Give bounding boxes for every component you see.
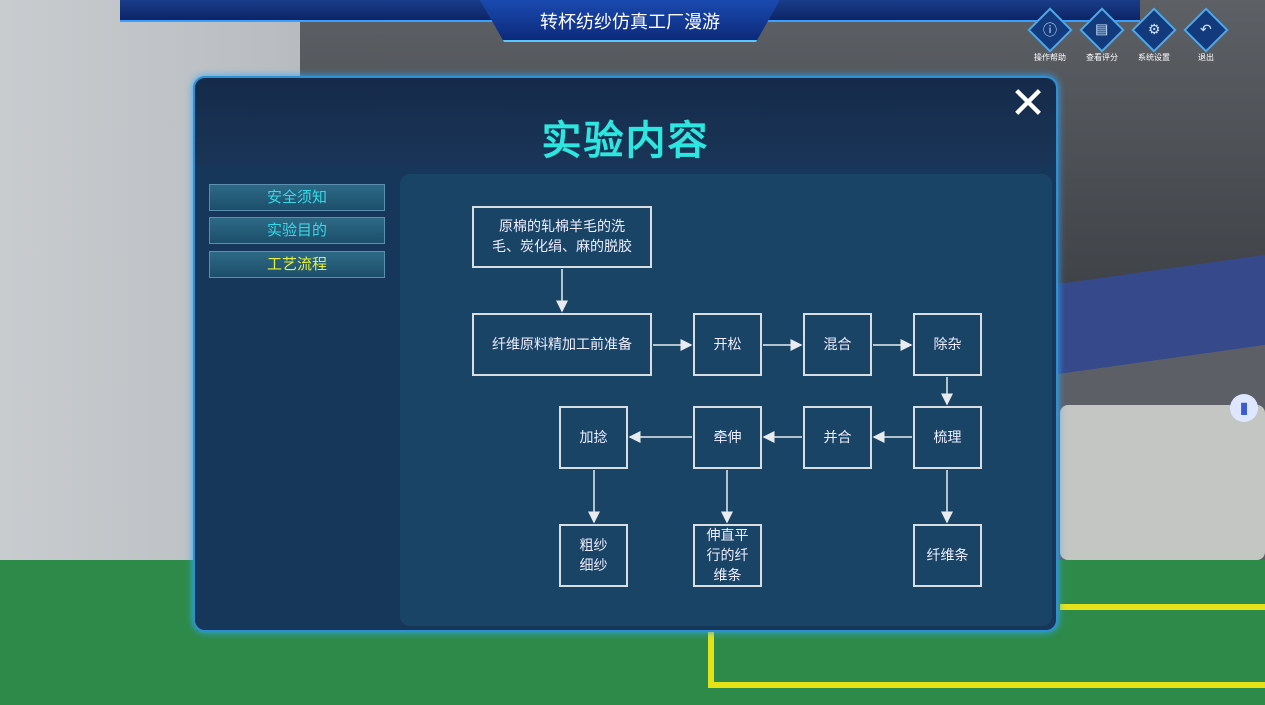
mouse-icon[interactable]: ▮ (1230, 394, 1258, 422)
step-twisting: 加捻 (559, 406, 628, 469)
title-banner (480, 0, 780, 42)
step-drafting: 牵伸 (693, 406, 762, 469)
step-sliver: 纤维条 (913, 524, 982, 587)
score-button[interactable]: ▤查看评分 (1079, 7, 1125, 63)
floor-line (708, 632, 714, 688)
step-doubling: 并合 (803, 406, 872, 469)
step-preparation: 纤维原料精加工前准备 (472, 313, 652, 376)
tab-safety[interactable]: 安全须知 (209, 184, 385, 211)
close-button[interactable]: ✕ (1009, 78, 1047, 129)
exit-button[interactable]: ↶退出 (1183, 7, 1229, 63)
floor-line (1060, 604, 1265, 610)
floor-line (710, 682, 1265, 688)
app-title: 转杯纺纱仿真工厂漫游 (540, 12, 720, 33)
step-opening: 开松 (693, 313, 762, 376)
tab-process[interactable]: 工艺流程 (209, 251, 385, 278)
step-cleaning: 除杂 (913, 313, 982, 376)
settings-button[interactable]: ⚙系统设置 (1131, 7, 1177, 63)
step-yarn: 粗纱 细纱 (559, 524, 628, 587)
step-pre-processing: 原棉的轧棉羊毛的洗毛、炭化绢、麻的脱胶 (472, 206, 652, 268)
dialog-header (195, 78, 1056, 166)
tab-purpose[interactable]: 实验目的 (209, 217, 385, 244)
step-parallel-sliver: 伸直平 行的纤 维条 (693, 524, 762, 587)
dialog-title: 实验内容 (541, 118, 710, 164)
step-mixing: 混合 (803, 313, 872, 376)
cotton-bale (1060, 405, 1265, 560)
step-carding: 梳理 (913, 406, 982, 469)
